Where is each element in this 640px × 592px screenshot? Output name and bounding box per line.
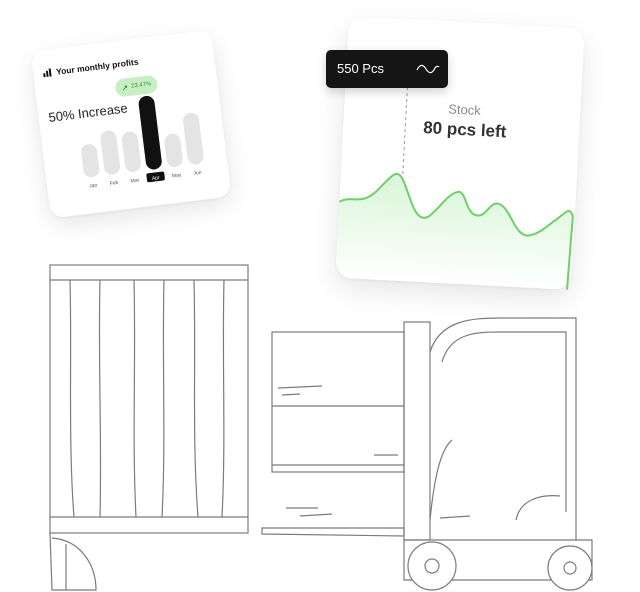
stock-pcs-pill: 550 Pcs: [326, 50, 448, 88]
month-label-mar: Mar: [130, 177, 140, 184]
stock-area: [335, 173, 573, 290]
stock-line: [338, 172, 574, 290]
profit-bar-feb: [100, 130, 121, 175]
monthly-profits-card: Your monthly profits ↗ 23.47% 50% Increa…: [30, 29, 232, 219]
month-label-jun: Jun: [193, 170, 202, 177]
stock-trend-chart: [335, 81, 574, 290]
profit-bar-jun: [183, 112, 204, 165]
stock-marker-line: [402, 81, 409, 180]
storage-cage: [49, 264, 249, 591]
month-label-apr: Apr: [152, 175, 161, 182]
month-label-feb: Feb: [109, 180, 119, 187]
month-label-jan: Jan: [89, 183, 98, 190]
profit-bar-jan: [81, 144, 100, 178]
stock-pcs-label: 550 Pcs: [337, 61, 384, 76]
stock-card: Stock 80 pcs left: [335, 16, 585, 290]
profit-bar-chart: Jan Feb Mar Apr May Jun: [71, 88, 219, 194]
profit-bar-may: [164, 133, 183, 167]
active-month-chip: [146, 171, 165, 183]
month-label-may: May: [172, 172, 183, 179]
forklift: [261, 317, 593, 591]
profit-bar-apr: [138, 95, 162, 170]
wave-icon: [416, 64, 440, 74]
profit-bar-mar: [121, 131, 141, 173]
